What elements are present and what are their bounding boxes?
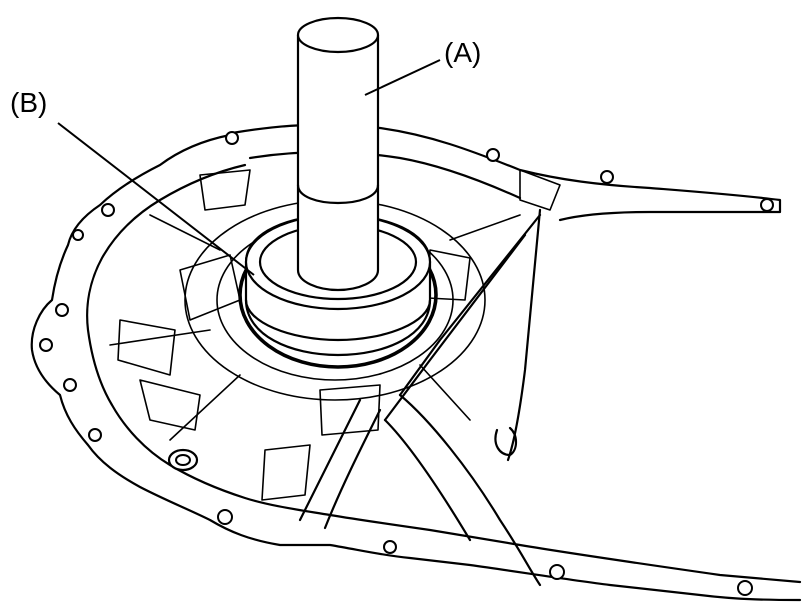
case-pocket-2 [117,319,176,376]
case-rib-radial-5 [449,214,521,241]
case-pocket-3 [139,379,201,431]
case-rib-lower-1 [398,393,542,587]
bolt-hole-icon [486,148,500,162]
bolt-hole-icon [55,303,69,317]
bolt-hole-icon [549,564,565,580]
case-right-boss [494,426,518,457]
case-pocket-7 [519,169,561,211]
bolt-hole-icon [760,198,774,212]
installer-shaft [296,33,380,292]
callout-a: (A) [364,37,481,96]
case-rib-diagonal-2 [383,233,527,422]
case-rib-radial-3 [169,374,241,441]
bolt-hole-icon [39,338,53,352]
case-pocket-1 [179,254,241,321]
callout-b-label: (B) [10,87,47,118]
bolt-hole-icon [383,540,397,554]
bolt-hole-icon [101,203,115,217]
bolt-hole-icon [63,378,77,392]
case-pocket-6 [261,444,311,501]
seal-installer-tool [296,16,380,292]
installer-step-line [296,183,380,205]
callout-b: (B) [10,87,255,276]
case-rib-lower-2 [383,418,472,542]
bolt-hole-icon [72,229,84,241]
case-rib-lower-3 [298,398,362,522]
case-pocket-4 [319,384,381,436]
case-rib-radial-2 [109,329,211,346]
callout-a-label: (A) [444,37,481,68]
case-rib-radial-4 [419,364,471,421]
callout-a-leader [364,59,441,96]
bolt-hole-icon [737,580,753,596]
case-pocket-8 [199,169,251,211]
bolt-holes [39,131,774,596]
seal-groove [244,298,432,342]
drain-hole [175,454,191,466]
case-outer-flange [30,133,802,602]
bolt-hole-icon [217,509,233,525]
installer-top-cap [296,16,380,54]
bolt-hole-icon [600,170,614,184]
case-rib-lower-4 [323,408,382,530]
case-upper-right-flange [230,123,782,222]
case-rib-radial-1 [149,214,221,251]
callout-b-leader [57,122,255,276]
case-rib-diagonal-1 [398,213,542,397]
bolt-hole-icon [88,428,102,442]
case-upper-inner-flange [248,150,522,200]
transmission-case-housing [30,123,802,602]
bolt-hole-icon [225,131,239,145]
